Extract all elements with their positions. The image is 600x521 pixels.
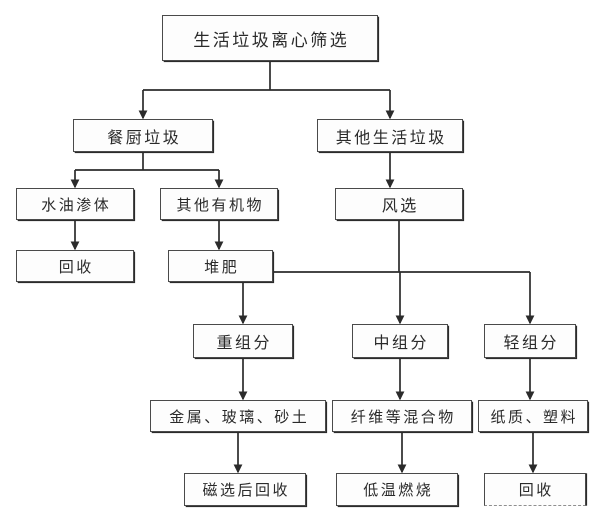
flow-node-label: 生活垃圾离心筛选 (193, 30, 350, 51)
flow-node-heavy[interactable]: 重组分 (193, 324, 293, 358)
flow-node-label: 轻组分 (503, 333, 559, 352)
flow-node-compost[interactable]: 堆肥 (168, 250, 273, 282)
flow-node-medium[interactable]: 中组分 (352, 324, 448, 358)
flow-node-root[interactable]: 生活垃圾离心筛选 (162, 15, 378, 61)
flow-node-fiber[interactable]: 纤维等混合物 (332, 400, 472, 432)
flow-node-burn[interactable]: 低温燃烧 (336, 473, 458, 506)
flow-node-label: 其他有机物 (176, 195, 264, 214)
flow-node-label: 纸质、塑料 (490, 407, 578, 426)
flow-node-kitchen[interactable]: 餐厨垃圾 (73, 119, 213, 152)
flow-node-recycle2[interactable]: 回收 (484, 473, 586, 506)
flow-node-label: 中组分 (373, 333, 429, 352)
flow-node-metal[interactable]: 金属、玻璃、砂土 (150, 400, 326, 432)
flow-node-oilwater[interactable]: 水油渗体 (16, 188, 134, 220)
flow-node-windsort[interactable]: 风选 (335, 188, 463, 220)
flow-node-label: 回收 (518, 481, 554, 499)
flow-node-label: 水油渗体 (41, 195, 112, 214)
flow-node-other[interactable]: 其他生活垃圾 (317, 119, 463, 152)
flow-node-label: 风选 (381, 196, 419, 215)
flow-node-label: 低温燃烧 (363, 481, 434, 499)
flow-node-organic[interactable]: 其他有机物 (160, 188, 278, 220)
flow-node-label: 纤维等混合物 (350, 407, 456, 426)
flow-node-label: 其他生活垃圾 (335, 127, 447, 147)
flow-node-label: 金属、玻璃、砂土 (169, 407, 310, 426)
flow-node-magrecycle[interactable]: 磁选后回收 (184, 473, 306, 506)
flow-node-light[interactable]: 轻组分 (484, 324, 576, 358)
flow-node-paper[interactable]: 纸质、塑料 (478, 400, 588, 432)
flow-node-label: 餐厨垃圾 (107, 127, 182, 147)
flow-node-label: 重组分 (216, 333, 272, 352)
flow-node-recycle1[interactable]: 回收 (16, 250, 134, 282)
flow-node-label: 磁选后回收 (202, 481, 290, 499)
flow-node-label: 堆肥 (204, 257, 240, 276)
flow-node-label: 回收 (58, 257, 94, 276)
